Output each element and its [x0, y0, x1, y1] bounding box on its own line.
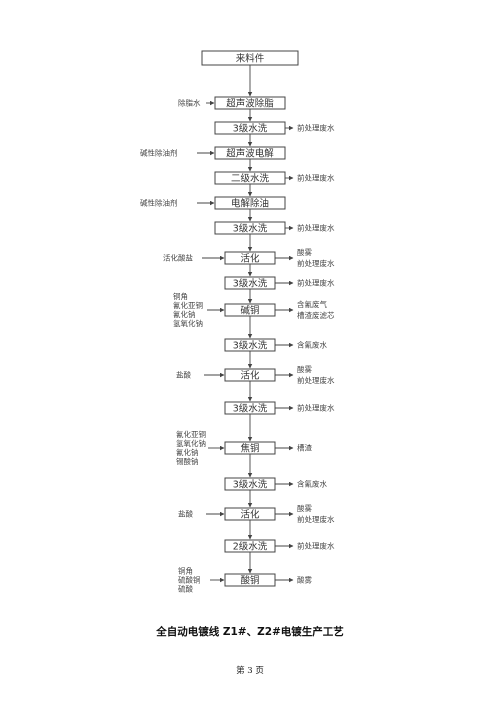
output-waste: 酸雾: [297, 575, 312, 585]
input-material: 铜角: [173, 291, 188, 301]
process-step-label: 活化: [240, 509, 260, 521]
output-waste: 前处理废水: [297, 123, 335, 133]
output-waste: 酸雾: [297, 503, 312, 513]
input-material: 硫酸铜: [178, 575, 201, 585]
process-step: 超声波除脂: [214, 96, 286, 110]
input-material: 锡酸钠: [176, 456, 199, 466]
input-material: 除脂水: [178, 98, 201, 108]
process-step: 酸铜: [224, 573, 276, 587]
process-step: 焦铜: [224, 441, 276, 455]
process-step: 活化: [224, 251, 276, 265]
diagram-caption: 全自动电镀线 Z1#、Z2#电镀生产工艺: [156, 626, 344, 638]
process-step-label: 3级水洗: [233, 223, 268, 235]
output-waste: 槽渣: [297, 443, 312, 453]
process-step: 3级水洗: [214, 121, 286, 135]
process-step: 3级水洗: [214, 221, 286, 235]
process-step: 碱铜: [224, 303, 276, 317]
output-waste: 前处理废水: [297, 375, 335, 385]
process-step: 二级水洗: [214, 171, 286, 185]
process-step-label: 电解除油: [231, 198, 269, 210]
output-waste: 酸雾: [297, 247, 312, 257]
process-step-label: 超声波除脂: [226, 98, 274, 110]
process-flow-diagram: 来料件超声波除脂3级水洗超声波电解二级水洗电解除油3级水洗活化3级水洗碱铜3级水…: [140, 50, 335, 594]
process-step-label: 超声波电解: [226, 148, 274, 160]
process-step: 3级水洗: [224, 338, 276, 352]
process-step-label: 碱铜: [240, 305, 259, 317]
input-material: 活化酸盐: [163, 253, 193, 263]
process-step: 活化: [224, 368, 276, 382]
input-material: 氢氧化钠: [173, 318, 203, 328]
process-step: 电解除油: [214, 196, 286, 210]
output-waste: 含氰废水: [297, 479, 327, 489]
process-step-label: 3级水洗: [233, 403, 268, 415]
input-material: 硫酸: [178, 584, 193, 594]
process-step-label: 活化: [240, 253, 260, 265]
output-waste: 前处理废水: [297, 278, 335, 288]
process-step-label: 二级水洗: [231, 173, 270, 185]
process-step-label: 3级水洗: [233, 340, 268, 352]
output-waste: 含氰废气: [297, 299, 327, 309]
output-waste: 前处理废水: [297, 258, 335, 268]
process-step-label: 活化: [240, 370, 260, 382]
input-material: 氰化亚铜: [176, 429, 206, 439]
process-step: 3级水洗: [224, 477, 276, 491]
input-material: 碱性除油剂: [140, 198, 178, 208]
process-step: 活化: [224, 507, 276, 521]
process-step-label: 来料件: [236, 53, 265, 65]
process-step: 来料件: [201, 50, 299, 66]
input-material: 盐酸: [176, 370, 191, 380]
process-step: 3级水洗: [224, 401, 276, 415]
process-step-label: 酸铜: [240, 575, 259, 587]
process-step: 2级水洗: [224, 539, 276, 553]
input-material: 氢氧化钠: [176, 438, 206, 448]
process-step-label: 焦铜: [240, 443, 259, 455]
process-step-label: 2级水洗: [233, 541, 268, 553]
process-step: 3级水洗: [224, 276, 276, 290]
output-waste: 前处理废水: [297, 173, 335, 183]
process-step-label: 3级水洗: [233, 123, 268, 135]
process-step: 超声波电解: [214, 146, 286, 160]
output-waste: 含氰废水: [297, 340, 327, 350]
input-material: 铜角: [178, 566, 193, 576]
process-step-label: 3级水洗: [233, 278, 268, 290]
output-waste: 前处理废水: [297, 403, 335, 413]
output-waste: 槽渣废滤芯: [297, 310, 335, 320]
input-material: 氰化亚铜: [173, 300, 203, 310]
output-waste: 前处理废水: [297, 541, 335, 551]
input-material: 碱性除油剂: [140, 148, 178, 158]
process-step-label: 3级水洗: [233, 479, 268, 491]
output-waste: 前处理废水: [297, 514, 335, 524]
page-number: 第 3 页: [236, 666, 264, 676]
input-material: 氰化钠: [176, 447, 199, 457]
input-material: 盐酸: [178, 509, 193, 519]
input-material: 氰化钠: [173, 309, 196, 319]
output-waste: 酸雾: [297, 364, 312, 374]
output-waste: 前处理废水: [297, 223, 335, 233]
